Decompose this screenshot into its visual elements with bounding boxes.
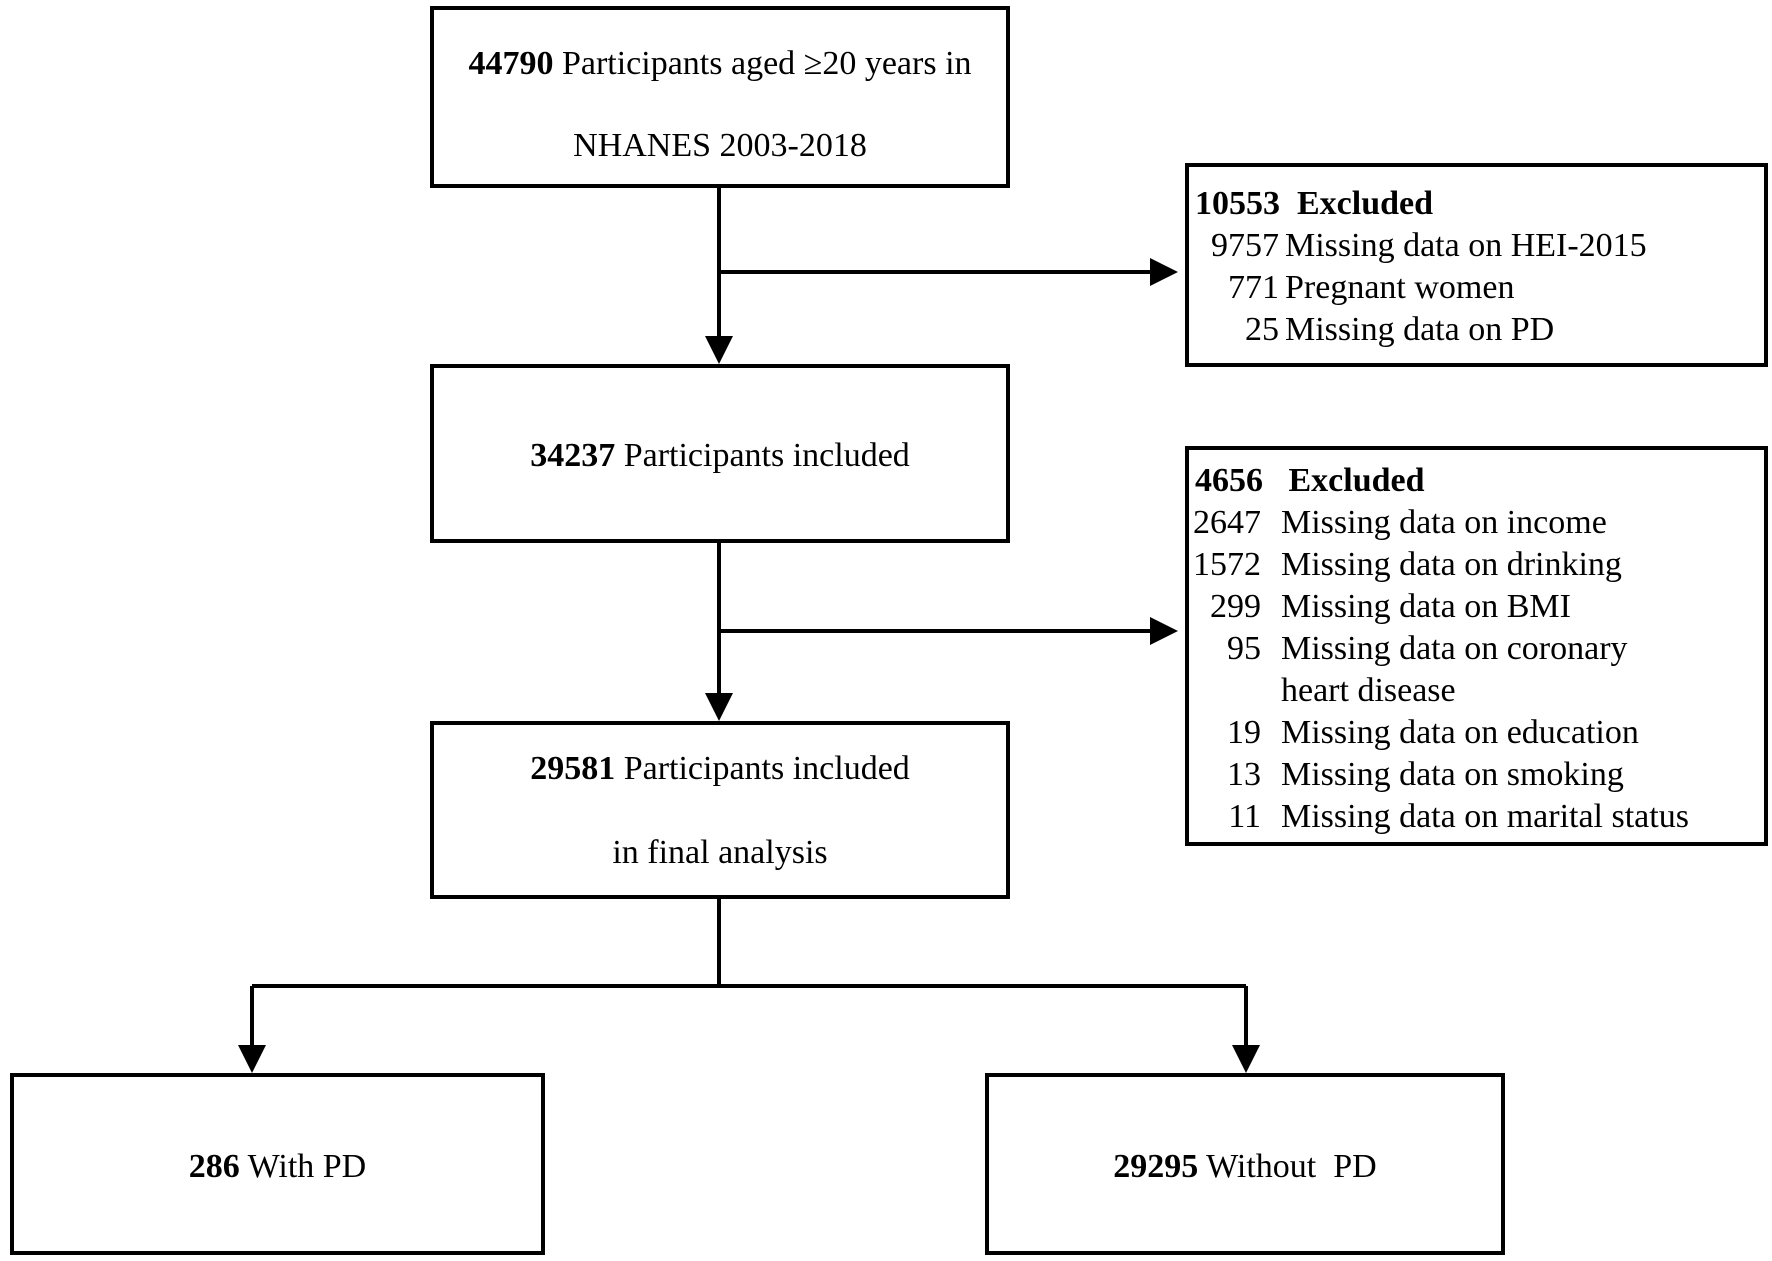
initial-line-1: 44790 Participants aged ≥20 years in <box>434 44 1006 84</box>
final-line-2: in final analysis <box>612 834 828 871</box>
excluded-1-item-3-text: Missing data on PD <box>1285 311 1555 348</box>
excluded-1-item-2-text: Pregnant women <box>1285 269 1515 306</box>
box-excluded-2: 4656 Excluded 2647 Missing data on incom… <box>1185 446 1768 846</box>
arrowhead-included-to-final <box>705 693 733 721</box>
excluded-2-item-4-text-2: heart disease <box>1281 672 1456 709</box>
final-line-1: 29581 Participants included <box>434 749 1006 789</box>
with-pd-line: 286 With PD <box>14 1147 541 1187</box>
excluded-1-item-1-text: Missing data on HEI-2015 <box>1285 227 1647 264</box>
excluded-2-item-1-n: 2647 <box>1193 504 1261 541</box>
excluded-1-header: 10553 Excluded <box>1195 183 1433 225</box>
excluded-2-item-4-n: 95 <box>1227 630 1261 667</box>
arrowhead-excluded-2 <box>1150 617 1178 645</box>
excluded-2-item-7-n: 11 <box>1228 798 1261 835</box>
excluded-1-item-1-n: 9757 <box>1211 227 1279 264</box>
final-label: Participants included <box>623 750 910 787</box>
without-pd-count: 29295 <box>1113 1148 1199 1185</box>
with-pd-count: 286 <box>188 1148 240 1185</box>
excluded-2-item-1-text: Missing data on income <box>1281 504 1607 541</box>
excluded-2-count: 4656 <box>1195 462 1263 499</box>
without-pd-line: 29295 Without PD <box>989 1147 1501 1187</box>
excluded-2-item-4-text: Missing data on coronary <box>1281 630 1628 667</box>
included-line: 34237 Participants included <box>434 436 1006 476</box>
excluded-2-item-2-text: Missing data on drinking <box>1281 546 1622 583</box>
excluded-2-item-3-text: Missing data on BMI <box>1281 588 1571 625</box>
excluded-2-item-3-n: 299 <box>1210 588 1261 625</box>
without-pd-label: Without PD <box>1206 1148 1377 1185</box>
box-without-pd: 29295 Without PD <box>985 1073 1505 1255</box>
arrowhead-with-pd <box>238 1045 266 1073</box>
excluded-1-item-3-n: 25 <box>1245 311 1279 348</box>
initial-line-2: NHANES 2003-2018 <box>573 127 867 164</box>
final-count: 29581 <box>530 750 616 787</box>
arrowhead-without-pd <box>1232 1045 1260 1073</box>
excluded-2-item-6-text: Missing data on smoking <box>1281 756 1624 793</box>
excluded-1-count: 10553 <box>1195 185 1280 222</box>
included-label: Participants included <box>623 437 910 474</box>
initial-label: Participants aged ≥20 years in <box>561 45 972 82</box>
excluded-2-label: Excluded <box>1288 462 1425 499</box>
box-final-analysis: 29581 Participants included in final ana… <box>430 721 1010 899</box>
excluded-1-label: Excluded <box>1297 185 1434 222</box>
excluded-2-item-2-n: 1572 <box>1193 546 1261 583</box>
arrowhead-excluded-1 <box>1150 258 1178 286</box>
box-excluded-1: 10553 Excluded 9757 Missing data on HEI-… <box>1185 163 1768 367</box>
box-initial-participants: 44790 Participants aged ≥20 years in NHA… <box>430 6 1010 188</box>
excluded-2-item-7-text: Missing data on marital status <box>1281 798 1689 835</box>
excluded-2-item-5-n: 19 <box>1227 714 1261 751</box>
arrowhead-top-to-included <box>705 336 733 364</box>
excluded-2-item-6-n: 13 <box>1227 756 1261 793</box>
with-pd-label: With PD <box>247 1148 367 1185</box>
excluded-2-item-5-text: Missing data on education <box>1281 714 1639 751</box>
initial-count: 44790 <box>468 45 554 82</box>
box-with-pd: 286 With PD <box>10 1073 545 1255</box>
included-count: 34237 <box>530 437 616 474</box>
excluded-2-header: 4656 Excluded <box>1195 460 1425 502</box>
box-participants-included: 34237 Participants included <box>430 364 1010 543</box>
excluded-1-item-2-n: 771 <box>1228 269 1279 306</box>
